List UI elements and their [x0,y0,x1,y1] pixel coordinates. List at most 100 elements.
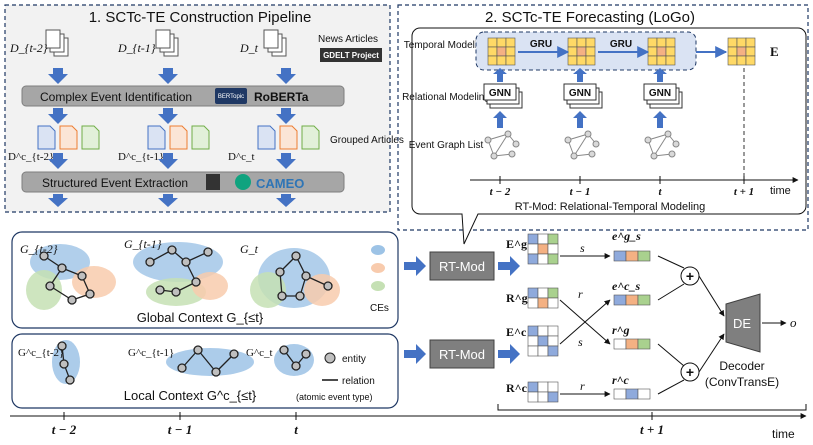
matrix-1-cell [547,287,559,299]
grid-0-cell [496,46,507,57]
grid-0-cell [505,37,516,48]
grid-0-cell [487,37,498,48]
bottom-tick-label-3: t [294,422,298,437]
gnn-label-2: GNN [569,88,591,99]
matrix-0-cell [537,233,549,245]
edge-label-s-top: s [580,241,585,255]
vector-2-cell [637,338,651,350]
edge-s-cross [559,299,611,345]
to-plus1-b [657,283,685,301]
to-plus2-a [657,343,685,367]
gnn-stack-1 [483,83,523,109]
global-caption: Global Context G_{≤t} [137,310,264,325]
matrix-2-cell [527,345,539,357]
grid-2-cell [665,55,676,66]
vector-3-cell [637,388,651,400]
grid-2-cell [647,55,658,66]
entity-legend-label: entity [342,354,366,365]
grouped-label-t-2: D^c_{t-2} [8,151,54,163]
p2-time-label: time [770,185,791,197]
grid-0-cell [487,46,498,57]
grid-2-cell [665,37,676,48]
grid-3-cell [745,37,756,48]
rtmod-in-arrow-1 [404,256,426,276]
emb-label-Rc: R^c [506,381,528,395]
t-plus-1-bracket [497,404,807,411]
arrows-groups-to-see [48,153,296,169]
grid-2-cell [656,37,667,48]
cei-bar [21,85,345,107]
edge-label-s-cross: s [578,335,583,349]
decoder-sub: (ConvTransE) [705,375,779,389]
vector-1-cell [613,294,627,306]
vector-0-cell [613,250,627,262]
vector-1-cell [625,294,639,306]
gnn-stack-3 [643,83,683,109]
emb-label-Eg: E^g [506,237,527,251]
temporal-grids [487,37,756,66]
matrix-3-cell [527,381,539,393]
grid-2-cell [656,46,667,57]
local-graphs [57,341,311,385]
vector-1-cell [637,294,651,306]
local-graph-label-1: G^c_{t-2} [18,347,64,359]
grid-1-cell [567,37,578,48]
decoder-box-label: DE [733,316,751,331]
matrix-3-cell [527,391,539,403]
see-label: Structured Event Extraction [42,176,188,190]
relational-modeling-label: Relational Modeling [402,92,490,103]
cameo-label: CAMEO [256,176,304,191]
emb-label-Ec: E^c [506,325,527,339]
plus2-to-de [698,333,725,373]
matrix-2-cell [537,325,549,337]
rtmod-label-1: RT-Mod [439,259,485,274]
vector-3-cell [625,388,639,400]
grid-0-cell [496,55,507,66]
matrix-1-cell [527,297,539,309]
plus-icon-1: + [686,268,694,284]
edge-label-r-cross: r [578,287,583,301]
matrix-0-cell [537,243,549,255]
matrix-1-cell [527,287,539,299]
emb-label-Rg: R^g [506,291,528,305]
to-plus1-a [657,255,685,269]
decoder-box [725,293,761,353]
grid-1-cell [576,55,587,66]
rtmod-caption: RT-Mod: Relational-Temporal Modeling [515,201,706,213]
matrix-2-cell [527,325,539,337]
gnn-label-3: GNN [649,88,671,99]
forecasting-panel [397,4,809,231]
doc-label-t-2: D_{t-2} [9,41,48,55]
p2-tick-label-3: t [658,186,662,198]
rtmod-box-1 [429,251,495,281]
matrix-3-cell [537,381,549,393]
grid-3-cell [736,55,747,66]
grid-2-cell [656,55,667,66]
rtmod-label-2: RT-Mod [439,347,485,362]
matrix-3-cell [537,391,549,403]
see-bar [21,171,345,193]
gdelt-logo [320,48,382,62]
vec-label-rc: r^c [612,373,630,387]
arrows-cei-to-groups [48,108,296,124]
grid-1-cell [585,46,596,57]
matrix-2-cell [547,345,559,357]
matrix-2-cell [547,335,559,347]
relation-legend-sub: (atomic event type) [296,392,373,402]
arrows-docs-to-cei [48,68,296,84]
global-graph-label-2: G_{t-1} [124,237,162,251]
vector-0-cell [637,250,651,262]
vec-label-egs: e^g_s [612,229,641,243]
embedding-matrices [527,233,559,403]
p2-tick-label-1: t − 2 [490,186,511,198]
gru-label-2: GRU [610,39,632,50]
mini-graph-1 [484,130,520,160]
local-caption: Local Context G^c_{≤t} [124,388,257,403]
grid-1-cell [576,46,587,57]
matrix-2-cell [537,345,549,357]
grid-3-cell [745,46,756,57]
gru-label-1: GRU [530,39,552,50]
grouped-label-t-1: D^c_{t-1} [118,151,164,163]
grouped-docs-t-2 [37,125,100,150]
matrix-3-cell [547,391,559,403]
